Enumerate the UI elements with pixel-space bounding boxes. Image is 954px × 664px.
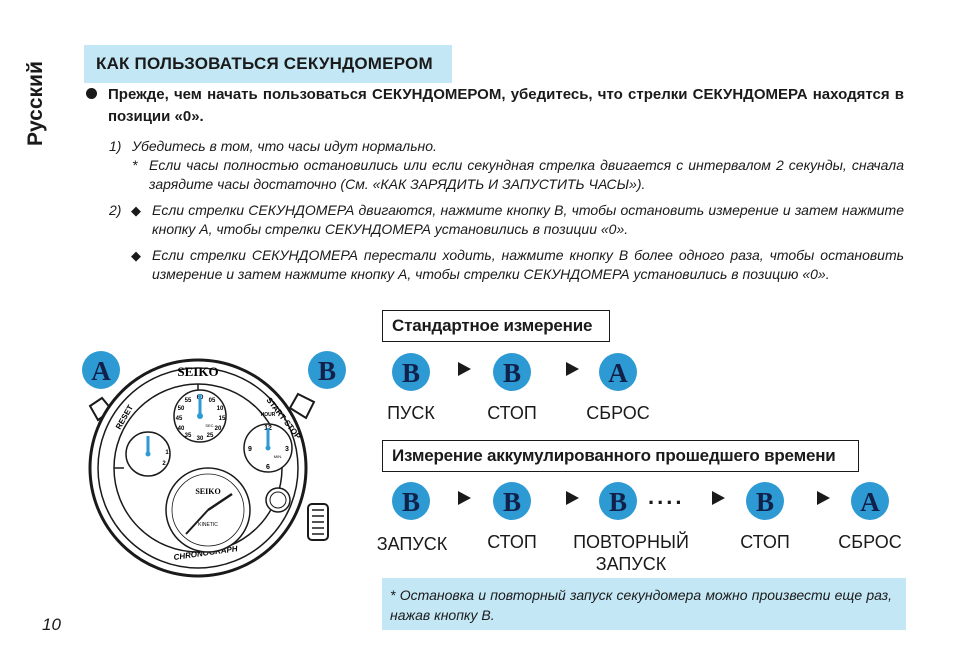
sec-dial-number: 20 (215, 426, 222, 432)
restart-note-text: Остановка и повторный запуск секундомера… (390, 587, 892, 623)
hour-label: HOUR (261, 412, 276, 418)
sec-dial-number: 35 (185, 433, 192, 439)
watch-button-b: B (308, 351, 346, 389)
std-step-2-button: B (493, 353, 531, 391)
arrow-icon (817, 491, 830, 505)
sec-dial-number: 40 (178, 426, 185, 432)
sec-dial-number: 25 (207, 433, 214, 439)
step-2b-text: Если стрелки СЕКУНДОМЕРА перестали ходит… (152, 247, 904, 282)
lead-instruction: Прежде, чем начать пользоваться СЕКУНДОМ… (108, 86, 904, 125)
sec-dial-number: 15 (219, 416, 226, 422)
acc-step-1-button: B (392, 482, 430, 520)
arrow-icon (458, 491, 471, 505)
step-number-1: 1) (109, 138, 122, 154)
pusher-b-icon (288, 392, 316, 420)
sec-dial-number: 10 (217, 406, 224, 412)
language-tab: Русский (24, 61, 47, 146)
std-step-1-button: B (392, 353, 430, 391)
std-step-3-label: СБРОС (586, 403, 650, 423)
diamond-bullet-icon: ◆ (131, 203, 141, 218)
arrow-icon (458, 362, 471, 376)
sec-dial-number: 55 (185, 398, 192, 404)
step-1-text: Убедитесь в том, что часы идут нормально… (132, 138, 437, 154)
minute-hand (185, 509, 209, 535)
step-number-2: 2) (109, 202, 122, 218)
hour-dial-number: 9 (248, 446, 252, 453)
watch-button-a: A (82, 351, 120, 389)
asterisk: * (132, 157, 138, 173)
standard-measurement-title: Стандартное измерение (382, 310, 610, 342)
sec-dial-number: 45 (176, 416, 183, 422)
hour-dial-number: 6 (266, 464, 270, 471)
dotted-connector: .... (648, 484, 685, 509)
std-step-2-label: СТОП (487, 403, 537, 423)
step-1-note-text: Если часы полностью остановились или есл… (149, 157, 904, 192)
acc-step-3-label-line2: ЗАПУСК (595, 554, 667, 574)
step-2a-text: Если стрелки СЕКУНДОМЕРА двигаются, нажм… (152, 202, 904, 237)
section-title: КАК ПОЛЬЗОВАТЬСЯ СЕКУНДОМЕРОМ (84, 45, 452, 83)
watch-illustration: SEIKO RESET START·STOP CHRONOGRAPH 60 05… (88, 358, 329, 578)
main-dial-brand: SEIKO (195, 487, 220, 496)
sec-dial-number: 05 (209, 398, 216, 404)
diamond-bullet-icon: ◆ (131, 248, 141, 263)
acc-step-5-label: СБРОС (838, 532, 902, 552)
acc-step-3-label: ПОВТОРНЫЙ (573, 532, 689, 552)
step-1-note: * Если часы полностью остановились или е… (132, 156, 904, 194)
acc-step-4-label: СТОП (740, 532, 790, 552)
hour-dial-number: 3 (285, 446, 289, 453)
sec-dial-number: 30 (197, 436, 204, 442)
brand-logo: SEIKO (177, 364, 218, 379)
acc-step-4-button: B (746, 482, 784, 520)
asterisk: * (390, 587, 396, 603)
hour-hand (207, 492, 233, 512)
step-2b: ◆ Если стрелки СЕКУНДОМЕРА перестали ход… (131, 246, 904, 284)
arrow-icon (712, 491, 725, 505)
acc-step-2-button: B (493, 482, 531, 520)
bullet-icon (86, 88, 97, 99)
min-label: MIN. (274, 454, 282, 459)
left-dial-number: 1 (165, 450, 169, 456)
acc-step-1-label: ЗАПУСК (376, 534, 448, 554)
acc-step-3-button: B (599, 482, 637, 520)
restart-note: * Остановка и повторный запуск секундоме… (382, 578, 906, 630)
left-dial-number: 2 (162, 461, 166, 467)
accumulated-measurement-title: Измерение аккумулированного прошедшего в… (382, 440, 859, 472)
page-number: 10 (42, 615, 61, 634)
arrow-icon (566, 491, 579, 505)
acc-step-2-label: СТОП (487, 532, 537, 552)
sec-dial-label: SEC. (205, 423, 214, 428)
watch-case (88, 358, 308, 578)
sec-dial-number: 50 (178, 406, 185, 412)
step-2a: ◆ Если стрелки СЕКУНДОМЕРА двигаются, на… (131, 201, 904, 239)
arrow-icon (566, 362, 579, 376)
kinetic-label: KINETIC (198, 522, 218, 528)
std-step-3-button: A (599, 353, 637, 391)
std-step-1-label: ПУСК (387, 403, 435, 423)
acc-step-5-button: A (851, 482, 889, 520)
